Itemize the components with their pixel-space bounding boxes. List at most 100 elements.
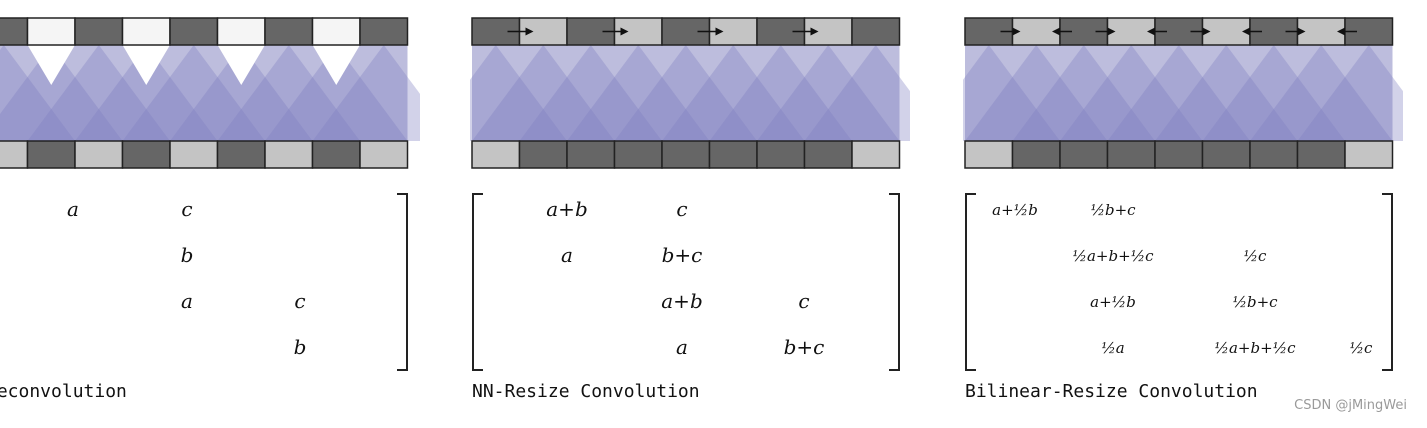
matrix-entry: ½b+c: [1090, 201, 1136, 219]
kernel-cone: [312, 45, 420, 141]
kernel-cone: [1297, 45, 1403, 141]
watermark: CSDN @jMingWei: [1294, 398, 1407, 413]
kernel-cone: [567, 45, 710, 141]
output-cell: [264, 140, 314, 169]
matrix-entry: ½b+c: [1232, 293, 1278, 311]
matrix-left-bracket: [965, 193, 976, 371]
output-cell: [661, 140, 711, 169]
arrow-head: [1107, 27, 1116, 36]
output-cell: [1201, 140, 1251, 169]
matrix-entry: ½c: [1349, 339, 1373, 357]
output-cell: [74, 140, 124, 169]
output-cell: [1344, 140, 1394, 169]
zero-gap: [312, 45, 360, 85]
matrix-entry: a+b: [661, 289, 703, 313]
matrix-entry: ½a+b+½c: [1072, 247, 1154, 265]
arrow-head: [1147, 27, 1155, 36]
output-cell: [756, 140, 806, 169]
input-cell: [311, 17, 361, 46]
matrix-right-bracket: [1382, 193, 1393, 371]
arrow-head: [715, 27, 724, 36]
kernel-cone: [1107, 45, 1250, 141]
arrow-head: [620, 27, 629, 36]
input-cell: [169, 17, 219, 46]
input-cell: [216, 17, 266, 46]
output-cell: [0, 140, 29, 169]
input-cell: [851, 17, 901, 46]
arrow-head: [525, 27, 534, 36]
bilinear-resize-diagram: [963, 17, 1403, 169]
kernel-cone: [75, 45, 218, 141]
kernel-cone: [170, 45, 313, 141]
zero-gap: [122, 45, 170, 85]
output-cell: [1154, 140, 1204, 169]
kernel-cone: [265, 45, 408, 141]
kernel-cone: [470, 45, 567, 141]
matrix-right-bracket: [889, 193, 900, 371]
output-cell: [518, 140, 568, 169]
output-cell: [566, 140, 616, 169]
kernel-cone: [1202, 45, 1345, 141]
kernel-cone: [662, 45, 805, 141]
kernel-cone: [0, 45, 123, 141]
output-cell: [964, 140, 1014, 169]
output-cell: [1296, 140, 1346, 169]
arrow-head: [1052, 27, 1060, 36]
overlap-band: [472, 45, 900, 141]
input-cell: [264, 17, 314, 46]
kernel-cone: [0, 45, 75, 141]
matrix-entry: c: [294, 289, 306, 313]
kernel-cone: [709, 45, 852, 141]
deconvolution-diagram: [0, 17, 420, 169]
matrix-entry: ½a: [1101, 339, 1125, 357]
arrow-head: [1337, 27, 1345, 36]
matrix-entry: ½c: [1243, 247, 1267, 265]
kernel-cone: [1060, 45, 1203, 141]
matrix-entry: b: [293, 335, 307, 359]
kernel-cone: [472, 45, 615, 141]
output-cell: [471, 140, 521, 169]
matrix-entry: b+c: [661, 243, 703, 267]
bilinear-resize-panel: a+½b ½b+c ½a+b+½c ½c a+½b ½b+c ½a ½a+b+½c ½c Bil…: [963, 0, 1403, 428]
arrow-head: [1012, 27, 1021, 36]
matrix-entry: a: [676, 335, 688, 359]
matrix-entry: a+½b: [992, 201, 1038, 219]
output-cell: [1249, 140, 1299, 169]
output-cell: [803, 140, 853, 169]
input-cell: [566, 17, 616, 46]
arrow-head: [1202, 27, 1211, 36]
matrix-left-bracket: [472, 193, 483, 371]
zero-gap: [27, 45, 75, 85]
deconvolution-caption: Deconvolution: [0, 381, 127, 402]
output-cell: [359, 140, 409, 169]
output-cell: [216, 140, 266, 169]
matrix-entry: ½a+b+½c: [1214, 339, 1296, 357]
output-cell: [311, 140, 361, 169]
nn-resize-diagram: [470, 17, 910, 169]
kernel-cone: [965, 45, 1108, 141]
kernel-cone: [122, 45, 265, 141]
zero-gap: [217, 45, 265, 85]
kernel-cone: [27, 45, 170, 141]
input-cell: [26, 17, 76, 46]
kernel-cone: [1250, 45, 1393, 141]
output-cell: [169, 140, 219, 169]
kernel-cone: [804, 45, 910, 141]
matrix-entry: b+c: [783, 335, 825, 359]
output-cell: [708, 140, 758, 169]
kernel-cone: [1012, 45, 1155, 141]
input-cell: [74, 17, 124, 46]
matrix-entry: a+½b: [1090, 293, 1136, 311]
input-cell: [471, 17, 521, 46]
matrix-entry: a: [67, 197, 79, 221]
matrix-right-bracket: [397, 193, 408, 371]
bilinear-resize-matrix: a+½b ½b+c ½a+b+½c ½c a+½b ½b+c ½a ½a+b+½c ½c: [965, 193, 1393, 371]
arrow-head: [810, 27, 819, 36]
input-cell: [359, 17, 409, 46]
bilinear-resize-caption: Bilinear-Resize Convolution: [965, 381, 1258, 402]
matrix-entry: b: [180, 243, 194, 267]
output-cell: [1011, 140, 1061, 169]
